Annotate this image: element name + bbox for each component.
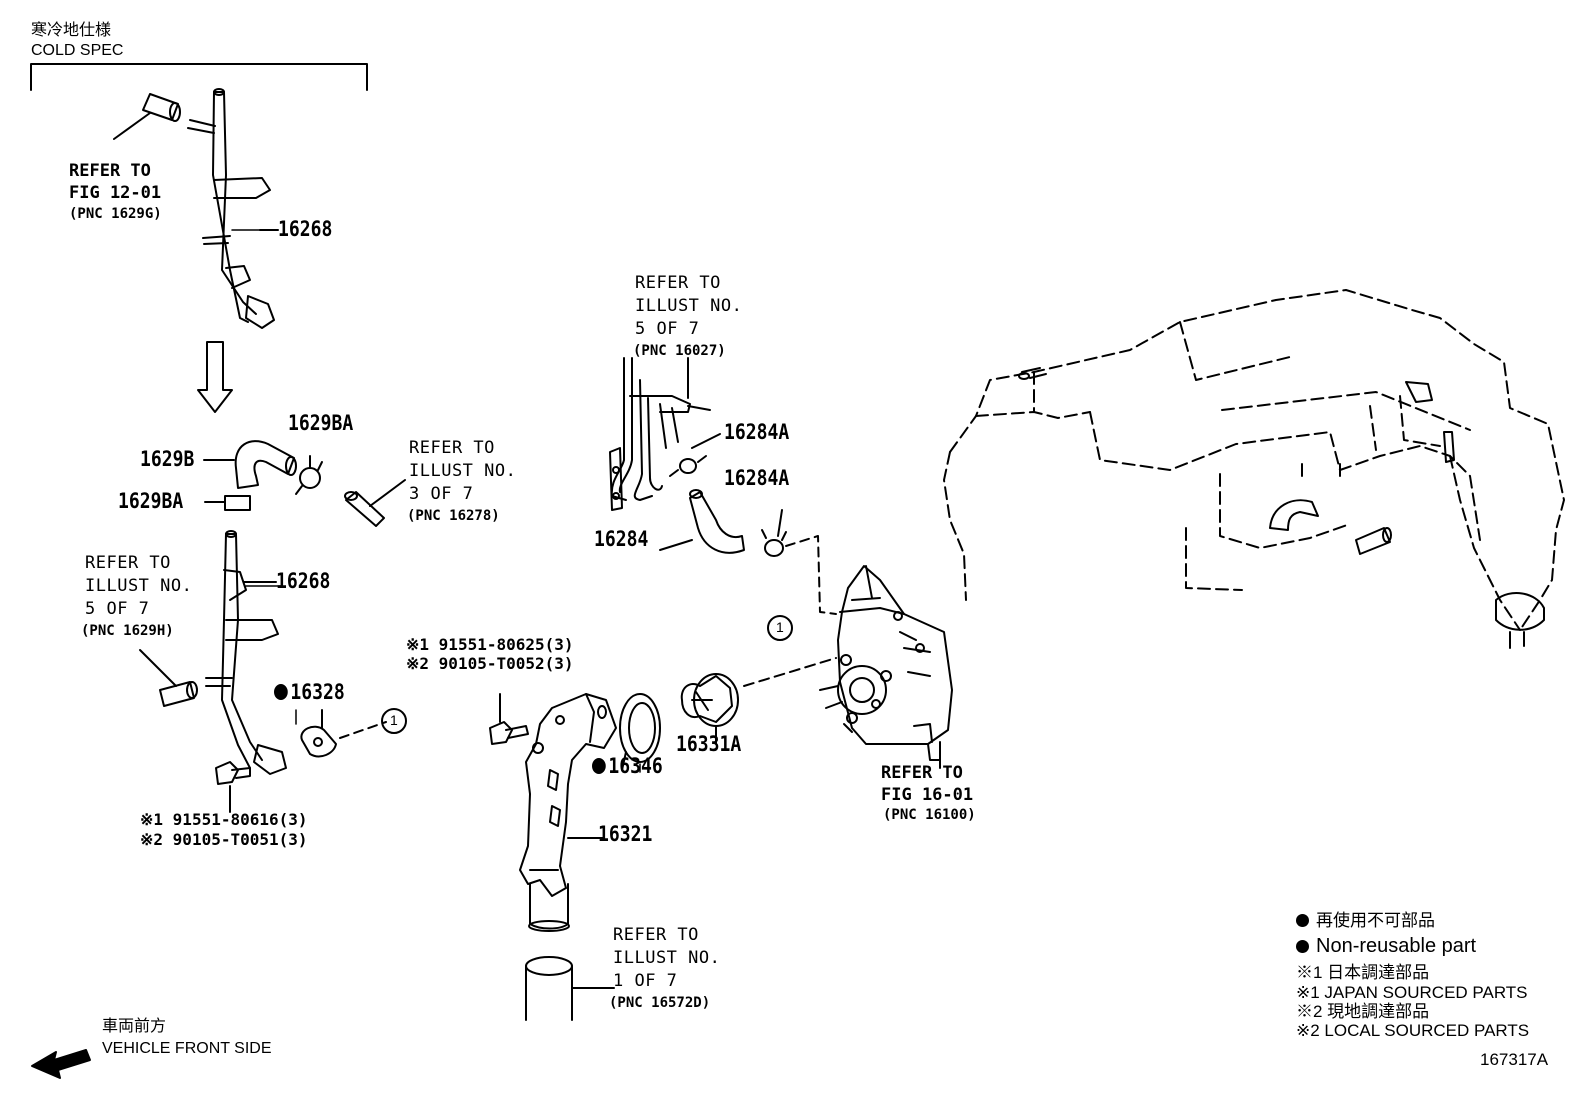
header-en: COLD SPEC (31, 42, 124, 59)
part-16346[interactable]: 16346 (592, 756, 663, 777)
thermostat-16331A (680, 657, 837, 745)
part-16284[interactable]: 16284 (594, 527, 649, 551)
ref-fig1601-l2: FIG 16-01 (881, 785, 974, 805)
hose-1629B (203, 440, 297, 489)
ref-fig1201-l2: FIG 12-01 (69, 183, 162, 203)
hose-stub-1of7 (525, 956, 615, 1021)
header-jp: 寒冷地仕様 (31, 22, 112, 39)
water-inlet-16321 (519, 693, 617, 932)
ref-fig1601-l1: REFER TO (881, 763, 963, 783)
engine-details (1018, 367, 1545, 649)
callout-circle-2 (767, 615, 793, 641)
transition-arrow (197, 341, 233, 413)
ref-fig1601-pnc: (PNC 16100) (883, 807, 976, 823)
legend-japan-jp: ※1 日本調達部品 (1296, 963, 1430, 982)
bolt-lower-japan: ※1 91551-80616(3) (140, 810, 308, 829)
pipe-assembly-16027 (609, 357, 711, 511)
hose-16284 (659, 489, 745, 554)
water-pump (819, 565, 953, 769)
clamp-1629BA-b (204, 495, 251, 511)
clip-16328 (300, 709, 387, 758)
gasket-16346 (619, 693, 661, 771)
clamp-16284A-a (669, 433, 721, 477)
legend-dot (1296, 914, 1309, 927)
ref-illust5-pnc: (PNC 16027) (633, 343, 726, 359)
ref-illust5h-pnc: (PNC 1629H) (81, 623, 174, 639)
part-1629BA-b[interactable]: 1629BA (118, 489, 184, 513)
ref-fig1201-l1: REFER TO (69, 161, 151, 181)
figure-id: 167317A (1480, 1050, 1549, 1069)
callout-number-2: 1 (776, 619, 784, 635)
bolt-lower (215, 761, 251, 813)
front-arrow-shape (31, 1049, 91, 1079)
part-1629B[interactable]: 1629B (140, 447, 195, 471)
ref-illust5-l2: ILLUST NO. (635, 296, 743, 316)
cold-spec-bracket (30, 63, 368, 91)
legend-nonreusable-en: Non-reusable part (1296, 936, 1476, 956)
part-16284A-a[interactable]: 16284A (724, 420, 790, 444)
bolt-upper (489, 693, 529, 745)
front-label-en: VEHICLE FRONT SIDE (102, 1040, 272, 1057)
nonreusable-dot (274, 684, 288, 700)
part-16268-top[interactable]: 16268 (278, 217, 333, 241)
part-16284A-b[interactable]: 16284A (724, 466, 790, 490)
bolt-upper-japan: ※1 91551-80625(3) (406, 635, 574, 654)
ref-illust5-l3: 5 OF 7 (635, 319, 700, 339)
part-16331A[interactable]: 16331A (676, 732, 742, 756)
part-16321[interactable]: 16321 (598, 822, 653, 846)
ref-illust1-l2: ILLUST NO. (613, 948, 721, 968)
callout-circle-1 (381, 708, 407, 734)
ref-illust1-l3: 1 OF 7 (613, 971, 678, 991)
clamp-1629BA-a (295, 455, 323, 495)
pipe-16268-top (187, 88, 279, 329)
nonreusable-dot (592, 758, 606, 774)
callout-number-1: 1 (390, 712, 398, 728)
part-1629BA-a[interactable]: 1629BA (288, 411, 354, 435)
pipe-16268-mid (205, 530, 287, 775)
ref-illust5-l1: REFER TO (635, 273, 721, 293)
part-16268-mid[interactable]: 16268 (276, 569, 331, 593)
legend-local-en: ※2 LOCAL SOURCED PARTS (1296, 1021, 1530, 1040)
legend-nonreusable-jp: 再使用不可部品 (1296, 912, 1435, 929)
hose-stub-top (113, 93, 181, 140)
ref-illust5h-l3: 5 OF 7 (85, 599, 150, 619)
clamp-16284A-b (761, 509, 837, 615)
legend-local-jp: ※2 現地調達部品 (1296, 1002, 1430, 1021)
ref-illust1-pnc: (PNC 16572D) (609, 995, 711, 1011)
hose-stub-5of7-h (139, 649, 198, 707)
ref-fig1201-pnc: (PNC 1629G) (69, 206, 162, 222)
bolt-lower-local: ※2 90105-T0051(3) (140, 830, 308, 849)
hose-stub-3of7 (344, 479, 406, 527)
ref-illust5h-l2: ILLUST NO. (85, 576, 193, 596)
legend-japan-en: ※1 JAPAN SOURCED PARTS (1296, 983, 1528, 1002)
engine-phantom (943, 289, 1565, 631)
ref-illust3-l1: REFER TO (409, 438, 495, 458)
front-label-jp: 車両前方 (102, 1018, 167, 1035)
legend-dot (1296, 940, 1309, 953)
ref-illust3-l2: ILLUST NO. (409, 461, 517, 481)
part-16328[interactable]: 16328 (274, 682, 345, 703)
bolt-upper-local: ※2 90105-T0052(3) (406, 654, 574, 673)
ref-illust3-pnc: (PNC 16278) (407, 508, 500, 524)
ref-illust5h-l1: REFER TO (85, 553, 171, 573)
ref-illust1-l1: REFER TO (613, 925, 699, 945)
ref-illust3-l3: 3 OF 7 (409, 484, 474, 504)
